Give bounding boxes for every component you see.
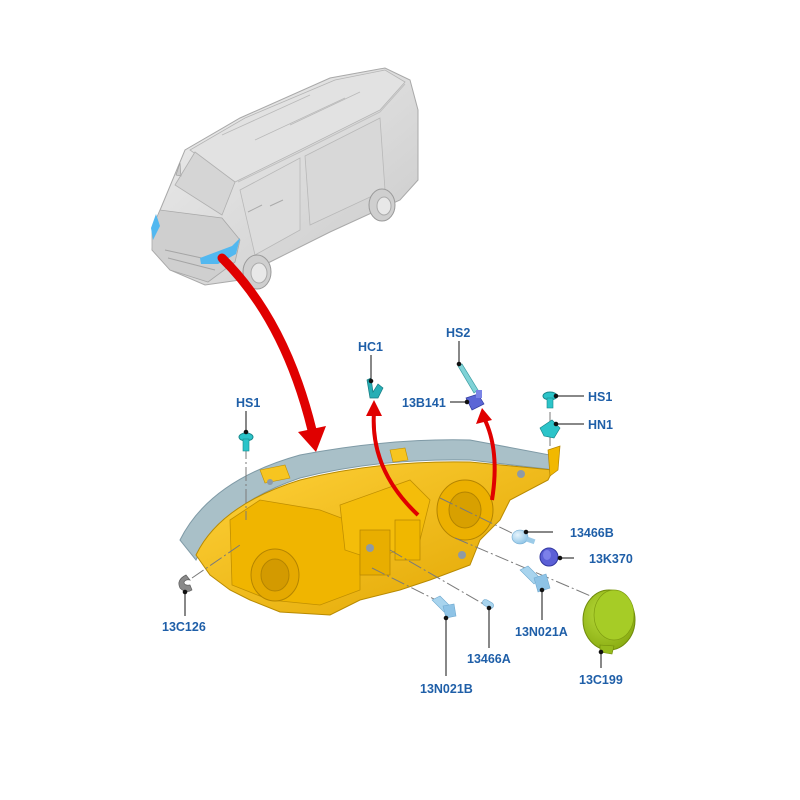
bulb-13466b[interactable] [511,529,536,545]
callout-13c199[interactable]: 13C199 [579,673,623,687]
leader-lines [182,341,604,676]
screw-hs1-left[interactable] [238,432,254,452]
callout-hn1[interactable]: HN1 [588,418,614,432]
callout-13k370[interactable]: 13K370 [589,552,633,566]
bulb-13n021b[interactable] [431,595,457,619]
callout-hs2[interactable]: HS2 [446,326,471,340]
callout-13c126[interactable]: 13C126 [162,620,206,634]
actuator-13b141[interactable] [465,390,485,411]
callout-13n021b[interactable]: 13N021B [420,682,473,696]
cover-cap-13c199[interactable] [582,589,636,655]
headlamp-assembly [179,439,561,616]
adjuster-screw-hs2[interactable] [457,363,479,394]
callout-13466b[interactable]: 13466B [570,526,614,540]
bulb-13n021a[interactable] [519,565,551,593]
callout-13b141[interactable]: 13B141 [402,396,446,410]
callout-13n021a[interactable]: 13N021A [515,625,568,639]
adjuster-arrows [366,400,497,517]
clip-13c126[interactable] [178,574,193,592]
callout-13466a[interactable]: 13466A [467,652,511,666]
callout-hs1-left[interactable]: HS1 [236,396,261,410]
highlighted-headlamp [200,238,240,264]
bulb-13466a[interactable] [481,598,494,609]
location-arrow [217,253,326,452]
van-illustration [151,67,419,290]
bulb-holder-13k370[interactable] [539,547,559,567]
callout-hc1[interactable]: HC1 [358,340,384,354]
callout-hs1-right[interactable]: HS1 [588,390,613,404]
